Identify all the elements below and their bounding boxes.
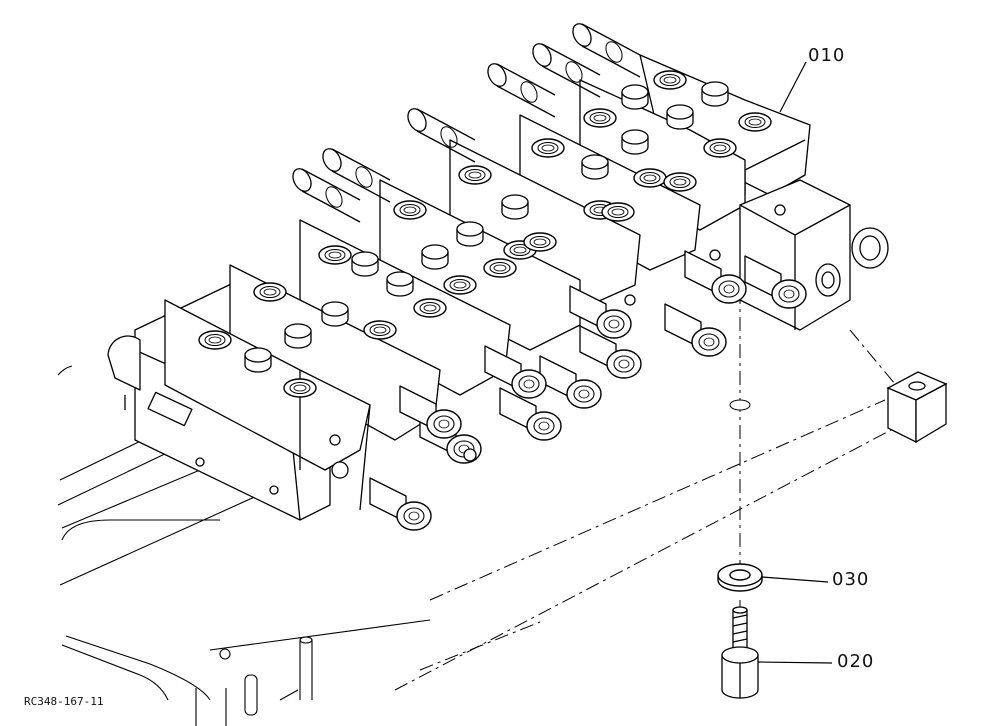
mounting-block — [886, 371, 948, 444]
bolt — [721, 606, 759, 699]
callout-020: 020 — [837, 651, 875, 672]
frame-outline — [57, 329, 431, 726]
callout-030: 030 — [832, 569, 870, 590]
guide-lines — [394, 290, 901, 691]
control-valve-assembly — [107, 19, 889, 531]
washer — [717, 563, 763, 592]
callout-010: 010 — [808, 45, 846, 66]
leader-lines — [757, 61, 833, 664]
reference-code: RC348-167-11 — [24, 695, 104, 708]
